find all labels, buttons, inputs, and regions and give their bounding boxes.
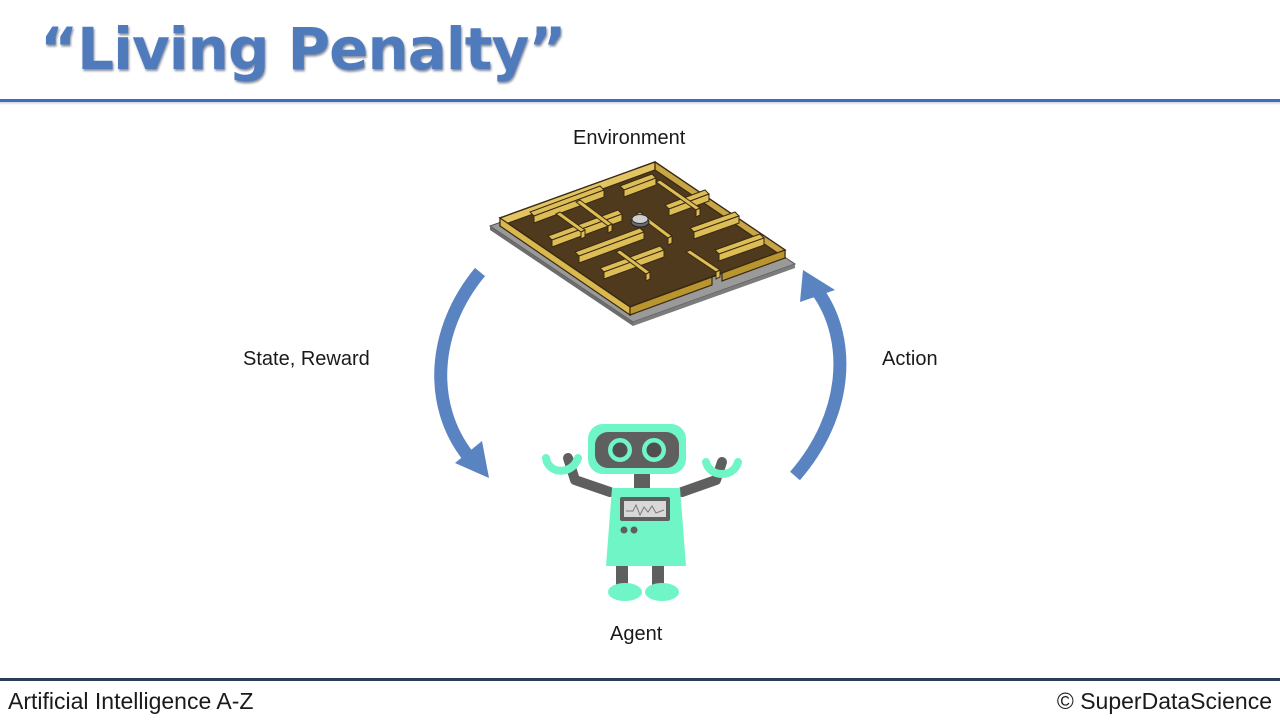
agent-label: Agent — [610, 623, 663, 645]
footer-divider — [0, 678, 1280, 681]
action-label: Action — [882, 348, 938, 370]
maze-icon — [488, 160, 797, 326]
robot-icon — [542, 424, 742, 601]
copyright-notice: © SuperDataScience — [1056, 688, 1272, 714]
slide-title: “Living Penalty” — [40, 15, 566, 83]
state-reward-label: State, Reward — [243, 348, 370, 370]
title-divider — [0, 99, 1280, 102]
action-arrow — [790, 270, 847, 481]
title-divider-shadow — [0, 102, 1280, 105]
environment-label: Environment — [573, 127, 686, 149]
course-name: Artificial Intelligence A-Z — [8, 688, 254, 714]
state-reward-arrow — [434, 267, 489, 478]
